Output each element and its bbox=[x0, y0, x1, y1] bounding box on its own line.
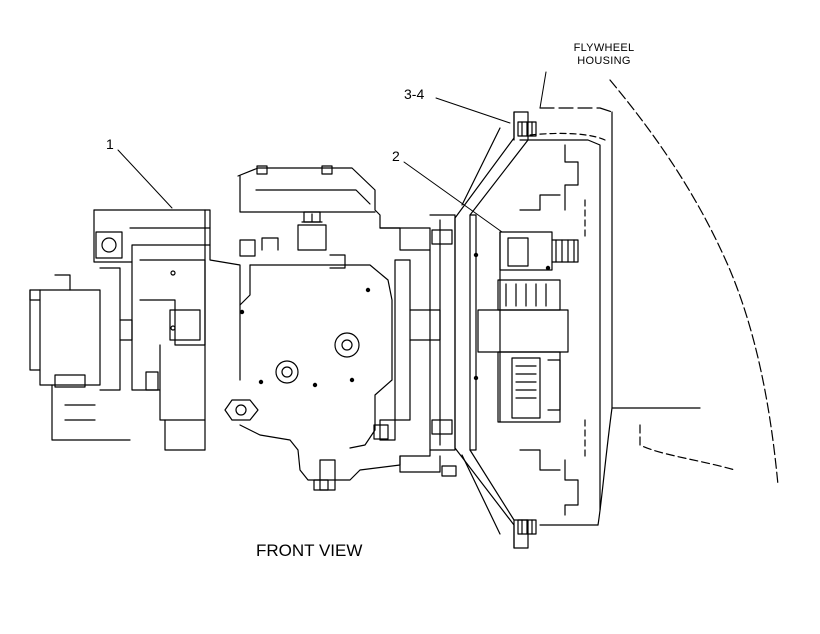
flywheel-housing-label-line2: HOUSING bbox=[577, 55, 631, 67]
coupling-hub bbox=[477, 231, 579, 423]
control-housing bbox=[93, 209, 241, 451]
flange-bolt-bottom bbox=[517, 519, 537, 535]
caption-front-view: FRONT VIEW bbox=[256, 541, 363, 560]
callout-1: 1 bbox=[106, 136, 114, 152]
callout-2: 2 bbox=[392, 148, 400, 164]
mounting-flange bbox=[454, 111, 529, 549]
flywheel-housing-label: FLYWHEEL HOUSING bbox=[566, 42, 642, 68]
flywheel-housing-label-line1: FLYWHEEL bbox=[573, 42, 635, 54]
fastener-dots bbox=[239, 252, 551, 388]
pump-bolt-heads bbox=[145, 165, 457, 491]
leader-lines bbox=[117, 71, 547, 233]
flywheel-steps bbox=[519, 144, 586, 516]
end-block bbox=[29, 267, 131, 441]
gear-housing bbox=[399, 214, 456, 473]
flywheel-housing bbox=[519, 79, 779, 526]
pump-body bbox=[224, 167, 441, 491]
flange-bolt-top bbox=[517, 121, 537, 137]
callout-3-4: 3-4 bbox=[404, 86, 425, 102]
